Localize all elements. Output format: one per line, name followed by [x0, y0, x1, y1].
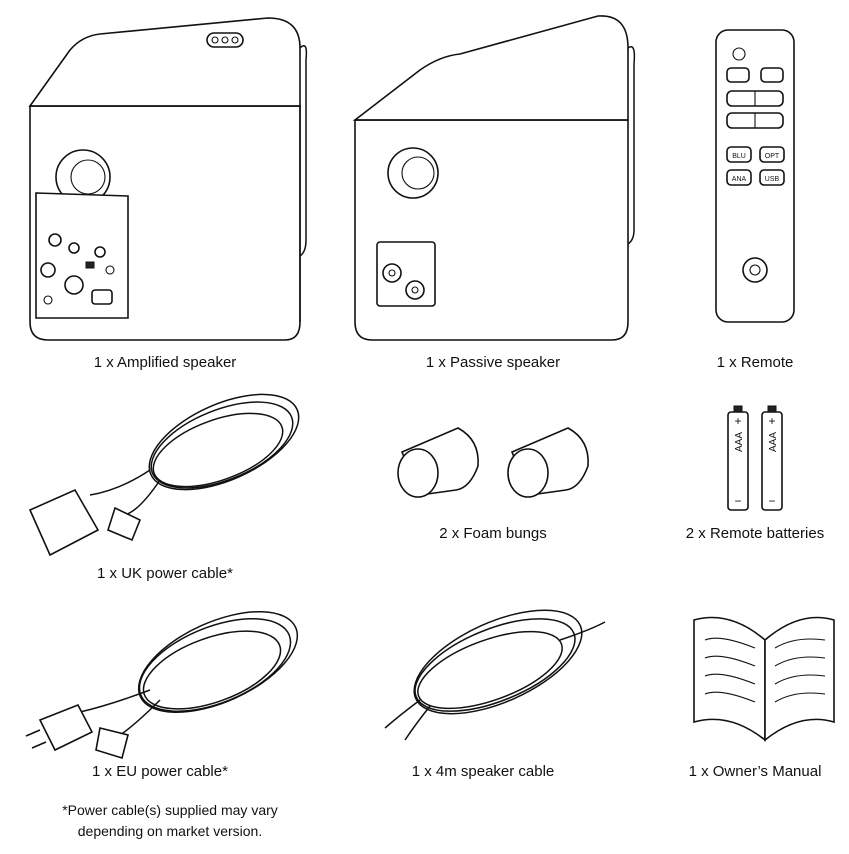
svg-text:−: − — [734, 494, 741, 508]
speaker-cable-illustration — [384, 609, 606, 741]
caption-remote-batteries: 2 x Remote batteries — [685, 525, 825, 542]
amplified-speaker-illustration — [28, 17, 308, 341]
svg-text:−: − — [768, 494, 775, 508]
caption-passive-speaker: 1 x Passive speaker — [425, 354, 561, 371]
battery-label-1: AAA — [734, 432, 745, 452]
caption-amplified-speaker: 1 x Amplified speaker — [93, 354, 237, 371]
passive-speaker-illustration — [352, 15, 636, 341]
footnote-line-1: *Power cable(s) supplied may vary — [62, 802, 278, 818]
footnote-line-2: depending on market version. — [77, 823, 263, 839]
caption-remote: 1 x Remote — [716, 354, 794, 371]
remote-usb-label: USB — [765, 176, 780, 183]
batteries-illustration: + + − − AAA AAA — [727, 405, 783, 511]
owners-manual-illustration — [693, 616, 835, 742]
remote-ana-label: ANA — [732, 176, 747, 183]
svg-text:+: + — [734, 414, 741, 428]
caption-owners-manual: 1 x Owner’s Manual — [688, 763, 822, 780]
uk-power-cable-illustration — [28, 393, 300, 557]
battery-label-2: AAA — [768, 432, 779, 452]
caption-speaker-cable: 1 x 4m speaker cable — [411, 763, 555, 780]
remote-blu-label: BLU — [732, 153, 746, 160]
footnote: *Power cable(s) supplied may vary depend… — [30, 800, 310, 842]
caption-uk-power-cable: 1 x UK power cable* — [97, 565, 233, 582]
caption-eu-power-cable: 1 x EU power cable* — [92, 763, 228, 780]
caption-foam-bungs: 2 x Foam bungs — [439, 525, 547, 542]
svg-text:+: + — [768, 414, 775, 428]
eu-power-cable-illustration — [25, 610, 299, 760]
foam-bungs-illustration — [397, 427, 589, 498]
remote-illustration: BLU OPT ANA USB — [715, 29, 795, 323]
remote-opt-label: OPT — [765, 153, 780, 160]
